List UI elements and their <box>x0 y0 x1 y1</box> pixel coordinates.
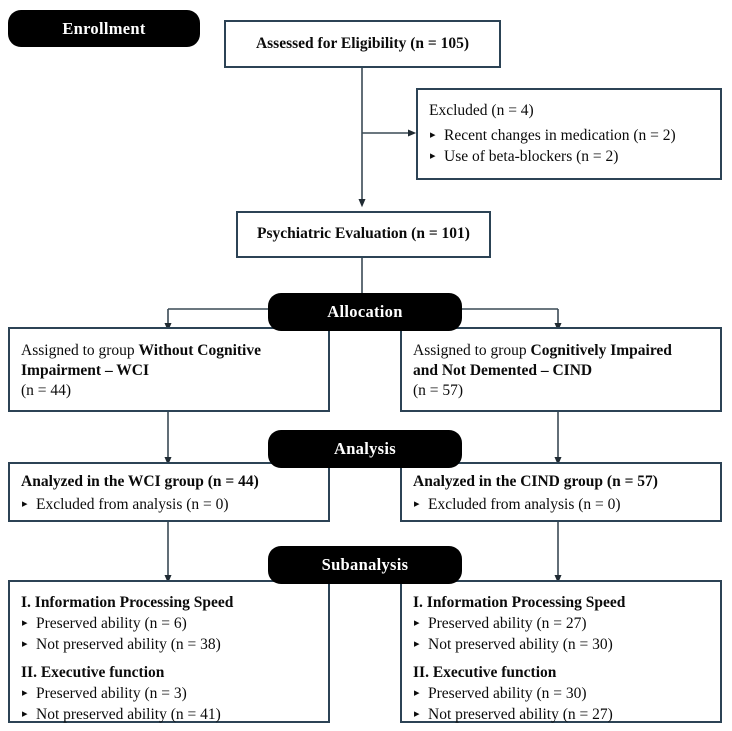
allocation-cind-line1-bold: Cognitively Impaired <box>530 342 672 359</box>
list-item-label: Preserved ability (n = 6) <box>36 614 187 632</box>
subanalysis-wci-heading-1: I. Information Processing Speed <box>21 594 234 611</box>
box-analysis-cind: Analyzed in the CIND group (n = 57) ▸ Ex… <box>400 462 722 522</box>
list-item: ▸ Not preserved ability (n = 27) <box>413 705 709 726</box>
allocation-wci-line2: Impairment – WCI <box>21 362 150 380</box>
excluded-reason-list: ▸ Recent changes in medication (n = 2) ▸… <box>429 126 709 167</box>
subanalysis-cind-group-1: I. Information Processing Speed ▸ Preser… <box>413 593 709 655</box>
box-allocation-cind: Assigned to group Cognitively Impaired a… <box>400 327 722 412</box>
list-item: ▸ Preserved ability (n = 27) <box>413 614 709 635</box>
subanalysis-wci-list-1: ▸ Preserved ability (n = 6) ▸ Not preser… <box>21 614 317 655</box>
list-item-label: Excluded from analysis (n = 0) <box>428 495 621 513</box>
triangle-bullet-icon: ▸ <box>430 149 436 162</box>
triangle-bullet-icon: ▸ <box>22 687 28 700</box>
assessed-label: Assessed for Eligibility (n = 105) <box>255 34 470 52</box>
triangle-bullet-icon: ▸ <box>22 497 28 510</box>
list-item-label: Excluded from analysis (n = 0) <box>36 495 229 513</box>
allocation-wci-line1: Assigned to group Without Cognitive <box>21 341 317 361</box>
list-item: ▸ Not preserved ability (n = 38) <box>21 635 317 656</box>
subanalysis-wci-list-2: ▸ Preserved ability (n = 3) ▸ Not preser… <box>21 684 317 725</box>
analysis-cind-list: ▸ Excluded from analysis (n = 0) <box>413 495 709 516</box>
psychiatric-label: Psychiatric Evaluation (n = 101) <box>257 225 470 243</box>
analysis-wci-title: Analyzed in the WCI group (n = 44) <box>21 473 259 490</box>
subanalysis-cind-group-2: II. Executive function ▸ Preserved abili… <box>413 663 709 725</box>
subanalysis-cind-list-2: ▸ Preserved ability (n = 30) ▸ Not prese… <box>413 684 709 725</box>
subanalysis-wci-group-2: II. Executive function ▸ Preserved abili… <box>21 663 317 725</box>
banner-subanalysis-label: Subanalysis <box>321 555 409 574</box>
list-item-label: Not preserved ability (n = 41) <box>36 705 221 723</box>
triangle-bullet-icon: ▸ <box>22 616 28 629</box>
subanalysis-wci-heading-2: II. Executive function <box>21 664 165 682</box>
list-item: ▸ Preserved ability (n = 30) <box>413 684 709 705</box>
banner-subanalysis: Subanalysis <box>268 546 462 584</box>
list-item: ▸ Not preserved ability (n = 41) <box>21 705 317 726</box>
box-assessed-for-eligibility: Assessed for Eligibility (n = 105) <box>224 20 501 68</box>
banner-enrollment-label: Enrollment <box>62 18 146 38</box>
banner-allocation: Allocation <box>268 293 462 331</box>
list-item: ▸ Recent changes in medication (n = 2) <box>429 126 709 147</box>
allocation-cind-line1-prefix: Assigned to group <box>413 342 531 359</box>
subanalysis-cind-heading-2: II. Executive function <box>413 664 557 682</box>
analysis-cind-title: Analyzed in the CIND group (n = 57) <box>413 473 658 490</box>
list-item: ▸ Excluded from analysis (n = 0) <box>21 495 317 516</box>
triangle-bullet-icon: ▸ <box>22 637 28 650</box>
box-psychiatric-evaluation: Psychiatric Evaluation (n = 101) <box>236 211 491 258</box>
box-subanalysis-cind: I. Information Processing Speed ▸ Preser… <box>400 580 722 723</box>
analysis-wci-list: ▸ Excluded from analysis (n = 0) <box>21 495 317 516</box>
subanalysis-wci-group-1: I. Information Processing Speed ▸ Preser… <box>21 593 317 655</box>
triangle-bullet-icon: ▸ <box>414 687 420 700</box>
triangle-bullet-icon: ▸ <box>414 616 420 629</box>
list-item-label: Preserved ability (n = 3) <box>36 685 187 703</box>
allocation-wci-line1-bold: Without Cognitive <box>138 342 261 359</box>
allocation-cind-line1: Assigned to group Cognitively Impaired <box>413 341 709 361</box>
list-item-label: Use of beta-blockers (n = 2) <box>444 147 619 165</box>
banner-enrollment: Enrollment <box>8 10 200 47</box>
box-subanalysis-wci: I. Information Processing Speed ▸ Preser… <box>8 580 330 723</box>
list-item: ▸ Preserved ability (n = 3) <box>21 684 317 705</box>
list-item: ▸ Preserved ability (n = 6) <box>21 614 317 635</box>
banner-analysis-label: Analysis <box>333 439 396 458</box>
list-item: ▸ Excluded from analysis (n = 0) <box>413 495 709 516</box>
allocation-cind-line2: and Not Demented – CIND <box>413 362 593 380</box>
list-item-label: Preserved ability (n = 27) <box>428 614 587 632</box>
triangle-bullet-icon: ▸ <box>414 637 420 650</box>
allocation-wci-line3: (n = 44) <box>21 382 72 400</box>
banner-analysis: Analysis <box>268 430 462 468</box>
list-item: ▸ Use of beta-blockers (n = 2) <box>429 147 709 168</box>
allocation-wci-line1-prefix: Assigned to group <box>21 342 139 359</box>
triangle-bullet-icon: ▸ <box>414 707 420 720</box>
allocation-cind-line3: (n = 57) <box>413 382 464 400</box>
excluded-title: Excluded (n = 4) <box>429 102 534 119</box>
box-excluded: Excluded (n = 4) ▸ Recent changes in med… <box>416 88 722 180</box>
list-item-label: Not preserved ability (n = 27) <box>428 705 613 723</box>
triangle-bullet-icon: ▸ <box>430 129 436 142</box>
triangle-bullet-icon: ▸ <box>414 497 420 510</box>
box-allocation-wci: Assigned to group Without Cognitive Impa… <box>8 327 330 412</box>
list-item-label: Not preserved ability (n = 30) <box>428 635 613 653</box>
list-item-label: Recent changes in medication (n = 2) <box>444 127 676 145</box>
subanalysis-cind-list-1: ▸ Preserved ability (n = 27) ▸ Not prese… <box>413 614 709 655</box>
subanalysis-cind-heading-1: I. Information Processing Speed <box>413 594 626 611</box>
list-item: ▸ Not preserved ability (n = 30) <box>413 635 709 656</box>
banner-allocation-label: Allocation <box>327 302 403 321</box>
list-item-label: Preserved ability (n = 30) <box>428 685 587 703</box>
box-analysis-wci: Analyzed in the WCI group (n = 44) ▸ Exc… <box>8 462 330 522</box>
list-item-label: Not preserved ability (n = 38) <box>36 635 221 653</box>
triangle-bullet-icon: ▸ <box>22 707 28 720</box>
